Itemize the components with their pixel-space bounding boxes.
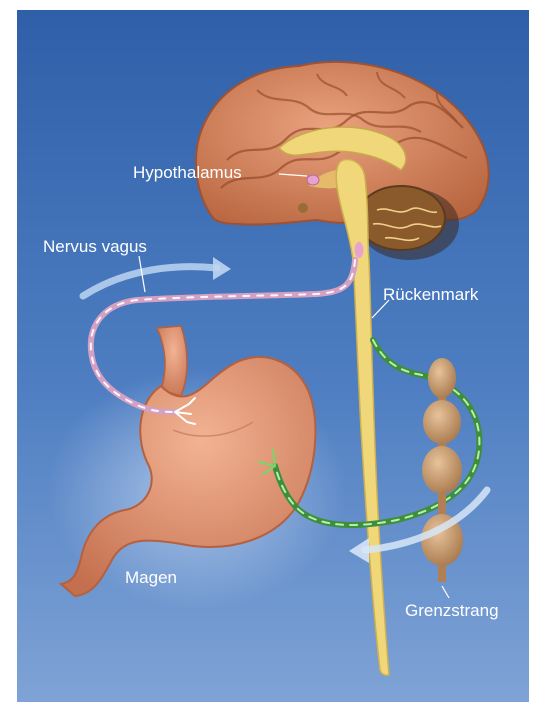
- hypothalamus-region: [307, 175, 319, 185]
- rueckenmark-label: Rückenmark: [383, 285, 479, 304]
- nervous-system-illustration: Hypothalamus Nervus vagus Rückenmark Mag…: [17, 10, 529, 702]
- hypothalamus-label: Hypothalamus: [133, 163, 242, 182]
- magen-label: Magen: [125, 568, 177, 587]
- grenzstrang-label: Grenzstrang: [405, 601, 499, 620]
- nervus-vagus-label: Nervus vagus: [43, 237, 147, 256]
